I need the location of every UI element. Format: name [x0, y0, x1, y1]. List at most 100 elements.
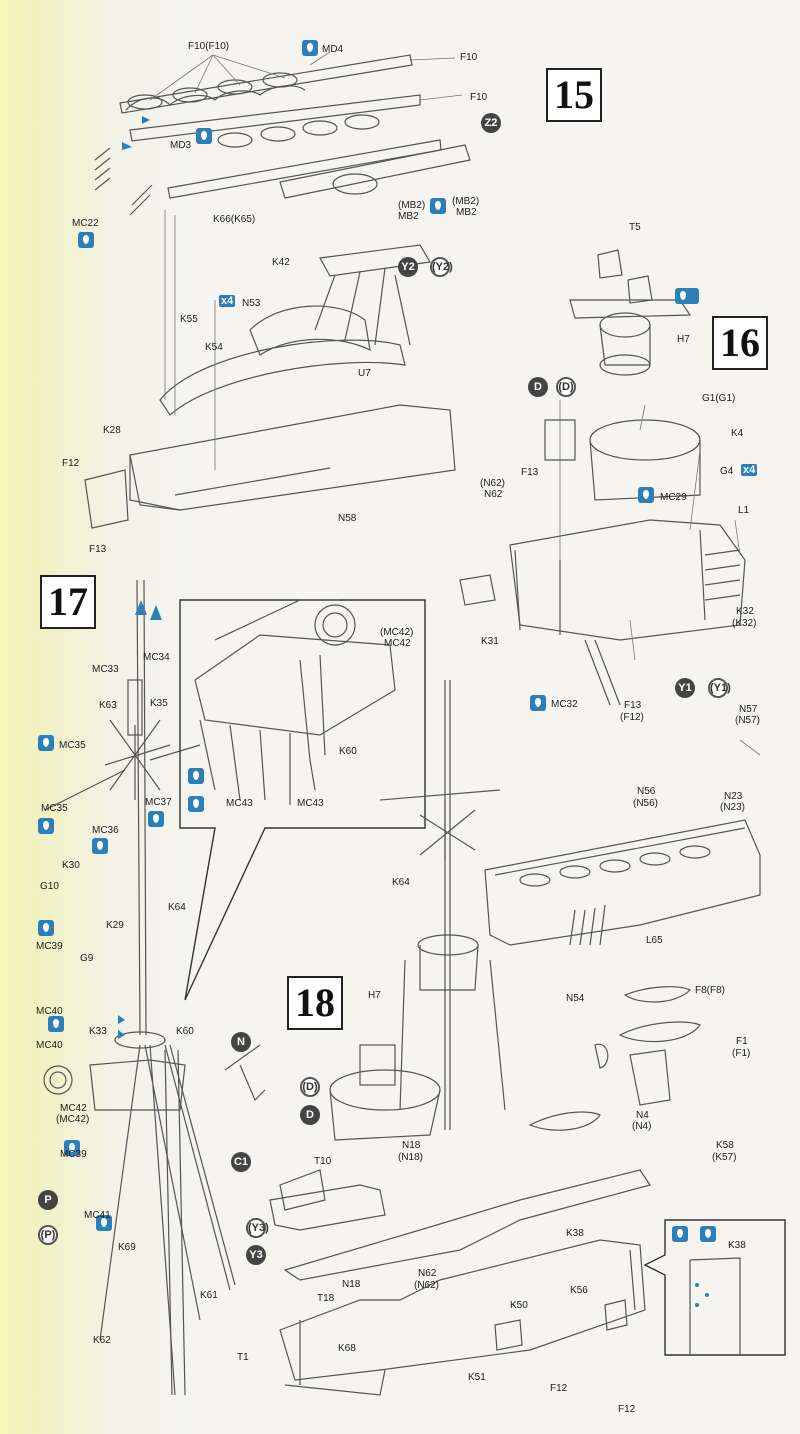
ref-badge-n: N [231, 1032, 251, 1052]
step18-boats [594, 986, 701, 1106]
step18-deck-k50 [279, 1239, 646, 1396]
part-label: N23 [724, 791, 743, 802]
step17-mast [43, 579, 236, 1396]
part-label: K50 [510, 1300, 528, 1311]
part-label: F10 [470, 92, 488, 103]
ref-badge-p-alt: (P) [38, 1225, 58, 1245]
part-label: N18 [342, 1279, 361, 1290]
part-label: G1(G1) [702, 393, 736, 404]
part-label: (N18) [398, 1152, 424, 1163]
part-label: N4 [636, 1110, 649, 1121]
ref-badge-p: P [38, 1190, 58, 1210]
part-label: H7 [677, 334, 690, 345]
part-label: K38 [728, 1240, 746, 1251]
part-label: MC40 [36, 1040, 63, 1051]
step15-railing-upper [119, 54, 413, 114]
paint-drop-icon [38, 735, 54, 751]
part-label: K33 [89, 1026, 107, 1037]
part-label: (N62) [480, 478, 506, 489]
step18-part-n [224, 1044, 266, 1102]
part-label: (K32) [732, 618, 757, 629]
part-label: F13 [89, 544, 107, 555]
ref-badge-d-alt: (D) [300, 1077, 320, 1097]
part-label: N57 [739, 704, 758, 715]
part-label: K29 [106, 920, 124, 931]
part-label: K55 [180, 314, 198, 325]
step16-rangefinder [569, 249, 692, 376]
part-label: (MC42) [380, 627, 414, 638]
part-label: MD4 [322, 44, 344, 55]
part-label: K28 [103, 425, 121, 436]
part-label: G4 [720, 466, 734, 477]
step16-gun-d [544, 419, 576, 461]
paint-drop-icon [302, 40, 318, 56]
ref-badge-y1-alt: (Y1) [708, 678, 731, 698]
part-label: (N56) [633, 798, 659, 809]
step-number-16: 16 [712, 316, 768, 370]
step18-inset-k38 [643, 1219, 786, 1356]
part-label: L1 [738, 505, 750, 516]
part-label: (MB2) [452, 196, 480, 207]
part-label: MC42 [60, 1103, 87, 1114]
step15-hangar [129, 404, 456, 511]
step16-k31 [459, 574, 496, 606]
part-label: N56 [637, 786, 656, 797]
step15-catapult [279, 144, 471, 199]
part-label: F13 [624, 700, 642, 711]
paint-drop-icon [64, 1140, 80, 1156]
step16-superstructure [459, 519, 746, 706]
part-label: MC43 [297, 798, 324, 809]
part-label: K69 [118, 1242, 136, 1253]
part-label: MC37 [145, 797, 172, 808]
part-label: MD3 [170, 140, 192, 151]
part-label: MC42 [384, 638, 411, 649]
ref-badge-d: D [528, 377, 548, 397]
part-label: (N62) [414, 1280, 440, 1291]
part-label: K56 [570, 1285, 588, 1296]
part-label: (K57) [712, 1152, 737, 1163]
ref-badge-d: D [300, 1105, 320, 1125]
part-label: MC39 [36, 941, 63, 952]
part-label: (MC42) [56, 1114, 90, 1125]
part-label: K64 [168, 902, 186, 913]
part-label: F10 [460, 52, 478, 63]
part-label: K60 [176, 1026, 194, 1037]
part-label: T18 [317, 1293, 335, 1304]
part-label: K30 [62, 860, 80, 871]
part-label: F10(F10) [188, 41, 230, 52]
ref-badge-c1: C1 [231, 1152, 251, 1172]
part-label: T1 [237, 1352, 249, 1363]
step18-forward-superstructure [269, 1044, 441, 1231]
paint-drop-icon [638, 487, 654, 503]
ref-badge-y3-alt: (Y3) [246, 1218, 269, 1238]
paint-drop-icon [196, 128, 212, 144]
step15-turntable [332, 173, 378, 195]
step18-main-mast [379, 680, 506, 1130]
part-label: MC40 [36, 1006, 63, 1017]
ref-badge-y2: Y2 [398, 257, 418, 277]
step18-deck-k38 [283, 1111, 651, 1281]
paint-drop-icon [148, 811, 164, 827]
part-label: T5 [629, 222, 641, 233]
paint-drop-icon [38, 920, 54, 936]
part-label: (F12) [620, 712, 644, 723]
ref-badge-d-alt: (D) [556, 377, 576, 397]
part-label: MC41 [84, 1210, 111, 1221]
part-label: K54 [205, 342, 223, 353]
part-label: MC32 [551, 699, 578, 710]
step-number-15: 15 [546, 68, 602, 122]
part-label: K61 [200, 1290, 218, 1301]
part-label: K64 [392, 877, 410, 888]
part-label: K66(K65) [213, 214, 256, 225]
quantity-x4-badge: x4 [741, 464, 758, 476]
paint-drop-icon [96, 1215, 112, 1231]
step-number-17: 17 [40, 575, 96, 629]
step18-l65-structure [484, 819, 761, 946]
part-label: F8(F8) [695, 985, 725, 996]
paint-drop-icon [48, 1016, 64, 1032]
part-label: MC39 [60, 1149, 87, 1160]
part-label: K38 [566, 1228, 584, 1239]
part-label: MC34 [143, 652, 170, 663]
paint-drop-icon [430, 198, 446, 214]
ref-badge-y1: Y1 [675, 678, 695, 698]
